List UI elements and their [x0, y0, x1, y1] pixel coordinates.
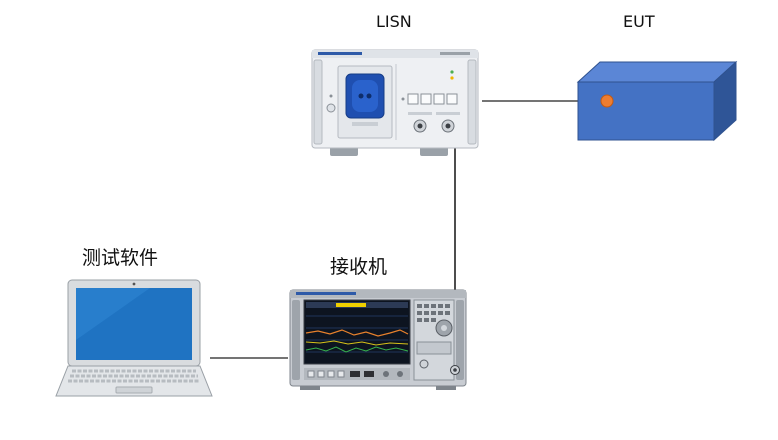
lisn-led-green [450, 70, 454, 74]
lisn-handle-right [467, 59, 477, 145]
receiver-aux-connector [397, 371, 403, 377]
lisn-top-strip [312, 50, 478, 58]
lisn-button-3 [433, 93, 445, 105]
eut-box [576, 60, 738, 142]
receiver-label: 接收机 [330, 256, 388, 278]
lisn-ground-knob [326, 103, 336, 113]
laptop-touchpad [115, 386, 153, 394]
receiver-handle-left [292, 300, 300, 380]
lisn-socket-inner [352, 80, 378, 112]
receiver-usb-port [350, 371, 360, 377]
receiver-trace-green [305, 346, 409, 353]
receiver-screen-marker [336, 303, 366, 307]
software-label: 测试软件 [82, 247, 159, 269]
lisn-socket-pin-left [358, 93, 364, 99]
receiver-key-c2 [424, 318, 429, 322]
lisn-rf-output-core [445, 123, 451, 129]
lisn-ground-mark [329, 94, 333, 98]
laptop-camera [132, 282, 136, 286]
receiver-key-a5 [445, 304, 450, 308]
receiver-handle-right [456, 300, 464, 380]
lisn-brand-logo [318, 52, 362, 55]
eut-indicator-light [600, 94, 614, 108]
lisn-button-1 [407, 93, 419, 105]
receiver-usb-port-2 [364, 371, 374, 377]
lisn-model-marking [440, 52, 470, 55]
receiver-key-a1 [417, 304, 422, 308]
receiver-top-strip [290, 290, 466, 298]
receiver-foot-right [436, 386, 456, 390]
lisn-led-yellow [450, 76, 454, 80]
receiver-softkey-4 [337, 370, 345, 378]
laptop [55, 279, 213, 397]
receiver-foot-left [300, 386, 320, 390]
lisn-socket-label [352, 122, 378, 126]
lisn-button-mark [401, 97, 405, 101]
receiver-key-b1 [417, 311, 422, 315]
receiver-rotary-knob-center [441, 325, 447, 331]
receiver-key-a3 [431, 304, 436, 308]
receiver-trace-yellow [305, 340, 409, 346]
lisn-handle-left [313, 59, 323, 145]
receiver-key-a2 [424, 304, 429, 308]
receiver [289, 289, 467, 390]
receiver-key-b4 [438, 311, 443, 315]
lisn-connector-label-1 [408, 112, 432, 115]
receiver-softkey-2 [317, 370, 325, 378]
lisn-label: LISN [376, 12, 412, 31]
receiver-softkey-1 [307, 370, 315, 378]
eut-front-face [577, 81, 715, 141]
receiver-rf-input-core [453, 368, 457, 372]
receiver-trace-orange [305, 329, 409, 337]
eut-label: EUT [623, 12, 655, 31]
lisn-connector-label-2 [436, 112, 460, 115]
lisn-socket-pin-right [366, 93, 372, 99]
receiver-brand-logo [296, 292, 356, 295]
receiver-key-c1 [417, 318, 422, 322]
laptop-screen-glare [76, 288, 150, 340]
receiver-power-button [383, 371, 389, 377]
receiver-connector-panel [416, 341, 452, 355]
receiver-softkey-3 [327, 370, 335, 378]
receiver-key-c3 [431, 318, 436, 322]
receiver-key-a4 [438, 304, 443, 308]
receiver-key-b2 [424, 311, 429, 315]
lisn-button-2 [420, 93, 432, 105]
lisn-device [311, 49, 479, 156]
receiver-key-b5 [445, 311, 450, 315]
receiver-key-b3 [431, 311, 436, 315]
receiver-connector-1 [419, 359, 429, 369]
lisn-connector-left-core [417, 123, 423, 129]
eut-top-face [576, 61, 738, 83]
lisn-button-4 [446, 93, 458, 105]
